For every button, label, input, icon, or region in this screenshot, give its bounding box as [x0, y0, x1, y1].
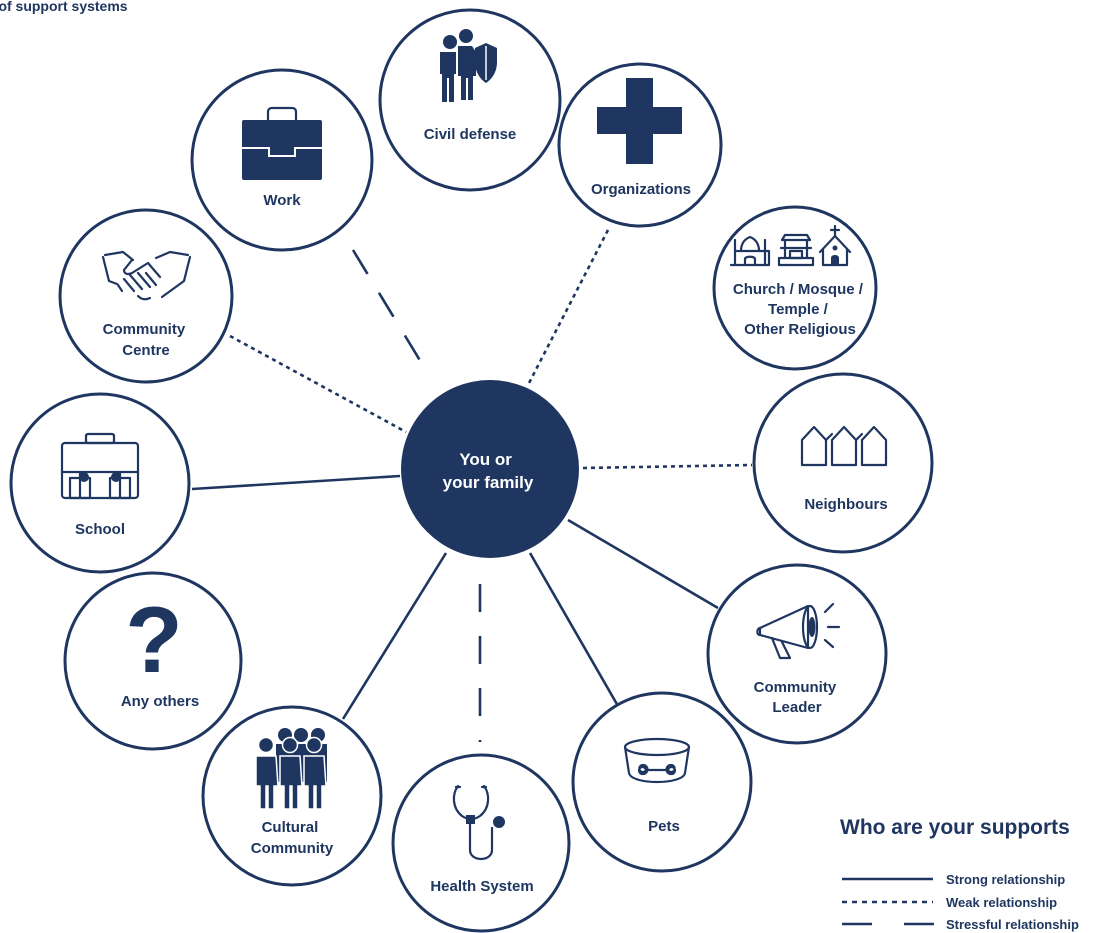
legend-item-weak: Weak relationship: [842, 895, 1057, 910]
legend: Who are your supports Strong relationshi…: [840, 816, 1079, 932]
legend-label: Stressful relationship: [946, 917, 1079, 932]
node-label: Work: [263, 192, 301, 209]
node-label: Cultural Community: [251, 819, 334, 857]
mosque-icon: [729, 235, 771, 267]
connector-neighbours: [582, 463, 753, 470]
node-community-leader: Community Leader: [706, 563, 888, 745]
diagram-heading: o of support systems: [0, 0, 128, 14]
pet-bowl-bone-icon: [623, 737, 691, 783]
node-label: Organizations: [591, 181, 691, 198]
houses-icon: [800, 425, 888, 467]
node-label: School: [75, 521, 125, 538]
connector-work: [351, 249, 432, 378]
connector-school: [191, 474, 401, 491]
legend-item-stressful: Stressful relationship: [842, 917, 1079, 932]
node-any-others: ? Any others: [63, 571, 243, 751]
node-school: School: [9, 392, 191, 574]
connector-community-leader: [567, 518, 719, 610]
school-bag-icon: [60, 432, 140, 500]
temple-icon: [777, 233, 815, 267]
node-label: Pets: [648, 818, 680, 835]
places-of-worship-icon: [729, 224, 852, 267]
node-religious: Church / Mosque / Temple / Other Religio…: [712, 205, 878, 371]
node-label: Community Leader: [754, 679, 841, 716]
node-health-system: Health System: [391, 753, 571, 933]
legend-label: Weak relationship: [946, 895, 1057, 910]
connectors: [191, 229, 753, 742]
legend-label: Strong relationship: [946, 872, 1065, 887]
node-organizations: Organizations: [557, 62, 723, 228]
connector-community-centre: [229, 334, 407, 434]
connector-pets: [528, 552, 620, 707]
node-label: Civil defense: [424, 126, 517, 143]
stethoscope-icon: [452, 784, 505, 861]
question-mark-icon: ?: [125, 587, 182, 692]
node-cultural-community: Cultural Community: [201, 705, 383, 887]
megaphone-icon: [756, 602, 841, 660]
center-label: You or your family: [443, 450, 534, 492]
node-label: Church / Mosque / Temple / Other Religio…: [733, 281, 867, 338]
connector-cultural-community: [341, 552, 448, 720]
node-label: Health System: [430, 878, 533, 895]
svg-text:?: ?: [125, 587, 182, 692]
node-community-centre: Community Centre: [58, 208, 234, 384]
handshake-icon: [101, 250, 192, 301]
node-label: Any others: [121, 693, 199, 710]
group-of-people-icon: [255, 728, 327, 810]
legend-title: Who are your supports: [840, 816, 1070, 839]
briefcase-icon: [242, 106, 322, 180]
security-guard-shield-icon: [440, 29, 497, 102]
node-neighbours: Neighbours: [752, 372, 934, 554]
church-icon: [818, 224, 852, 267]
node-label: Neighbours: [804, 496, 887, 513]
connector-organizations: [526, 229, 610, 386]
legend-item-strong: Strong relationship: [842, 872, 1065, 887]
center-node: You or your family: [401, 380, 579, 558]
node-civil-defense: Civil defense: [378, 8, 562, 192]
node-pets: Pets: [571, 691, 753, 873]
node-label: Community Centre: [103, 321, 190, 359]
node-work: Work: [190, 68, 374, 252]
medical-cross-icon: [597, 78, 682, 164]
